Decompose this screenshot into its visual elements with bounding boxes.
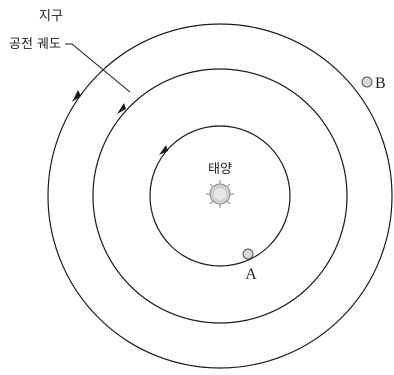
planet-a xyxy=(243,249,253,259)
earth-orbit-leader-line-diag xyxy=(72,44,130,92)
sun-label: 태양 xyxy=(208,162,232,177)
planet-b-label: B xyxy=(375,75,386,92)
planet-a-label: A xyxy=(245,266,257,283)
sun-icon xyxy=(206,180,234,208)
earth-orbit-label-line1: 지구 xyxy=(39,9,63,24)
earth-orbit-label-line2: 공전 궤도 xyxy=(9,37,61,52)
planet-b xyxy=(362,77,372,87)
inner-orbit-arrow xyxy=(159,145,168,155)
